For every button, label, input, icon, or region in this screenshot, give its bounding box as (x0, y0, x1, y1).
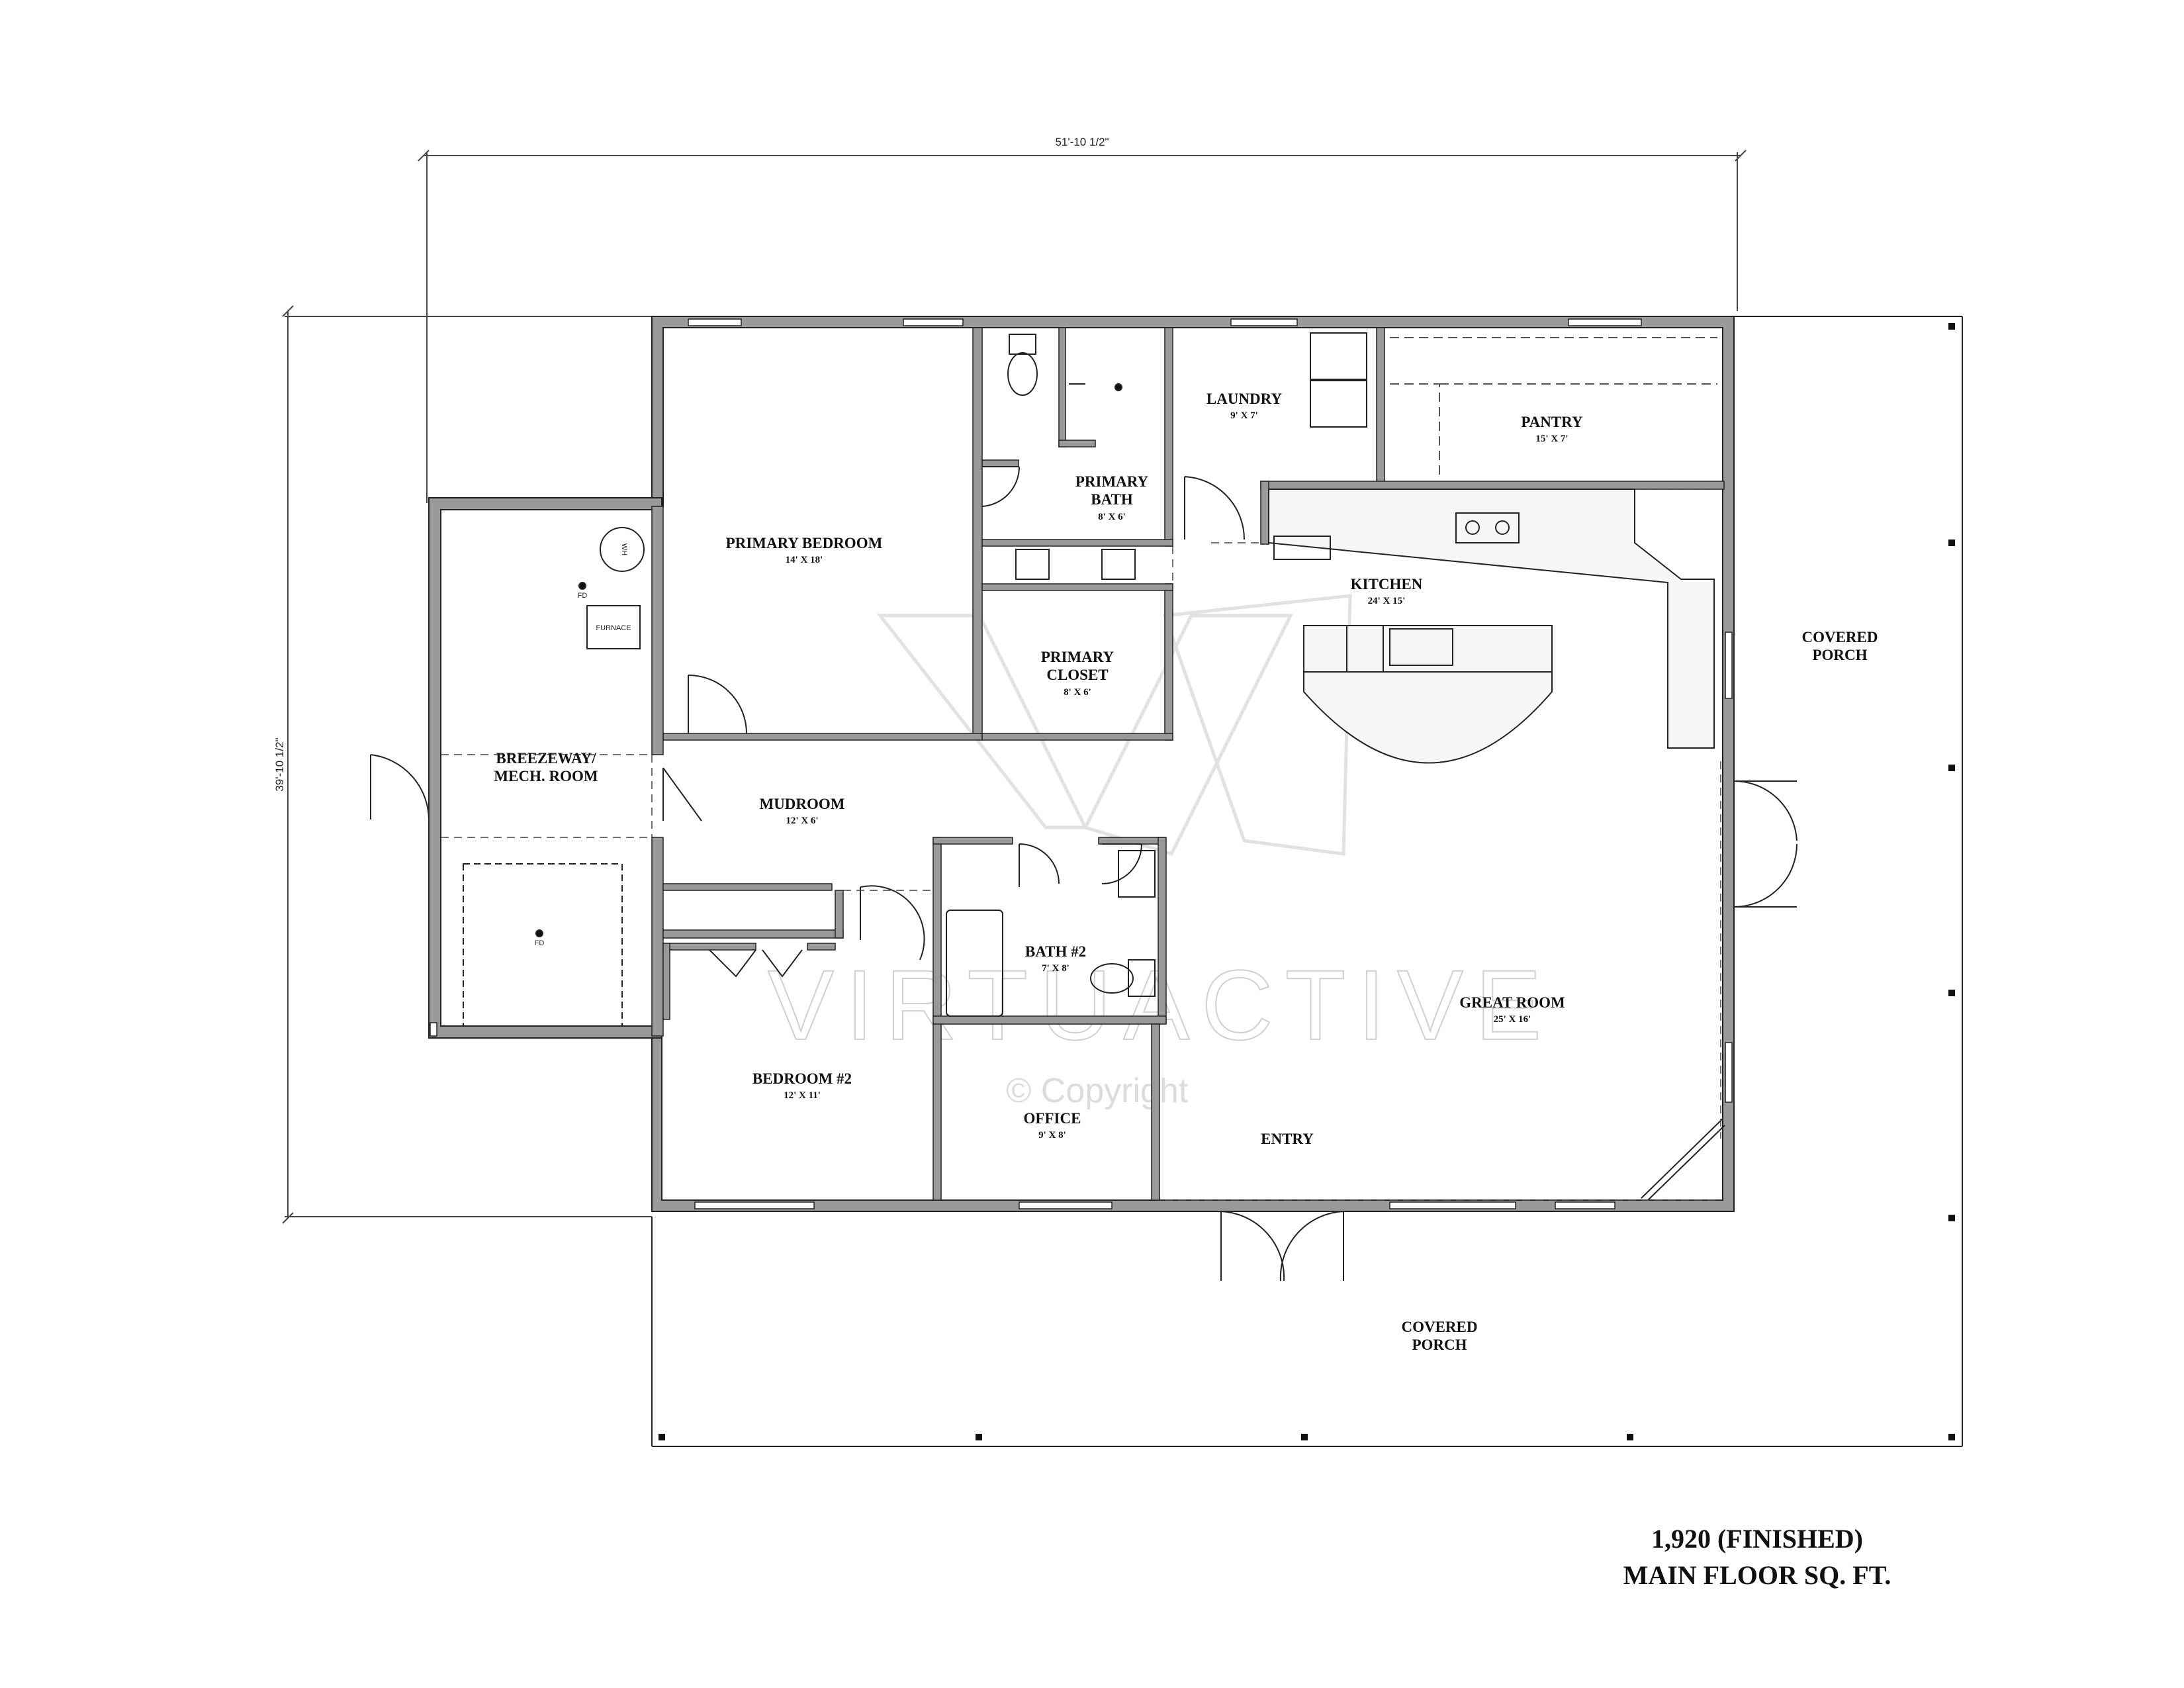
primary-closet-label-1: PRIMARY (1041, 649, 1115, 665)
dishwasher-icon (1273, 536, 1331, 560)
primary-closet-label-2: CLOSET (1046, 667, 1108, 683)
porch-posts (659, 323, 1955, 1440)
bedroom2-size: 12' X 11' (784, 1090, 821, 1101)
room-labels: PRIMARY BEDROOM 14' X 18' PRIMARY BATH 8… (494, 391, 1878, 1353)
floor-drain-label-2: FD (535, 939, 545, 947)
range-icon (1455, 512, 1520, 543)
entry-label: ENTRY (1261, 1131, 1314, 1147)
sqft-line-2: MAIN FLOOR SQ. FT. (1623, 1560, 1891, 1590)
dimension-width (418, 150, 1747, 503)
interior-walls (651, 327, 1725, 1201)
toilet-icon (1009, 334, 1036, 355)
primary-bath-size: 8' X 6' (1098, 512, 1126, 522)
sqft-line-1: 1,920 (FINISHED) (1651, 1524, 1863, 1554)
openings-dashed (441, 489, 1723, 1201)
laundry-label: LAUNDRY (1206, 391, 1283, 407)
water-heater-icon (600, 527, 645, 572)
pantry-label: PANTRY (1521, 414, 1583, 430)
washer-dryer-icon (1310, 332, 1367, 428)
laundry-size: 9' X 7' (1230, 410, 1258, 421)
bedroom2-label: BEDROOM #2 (752, 1070, 852, 1087)
covered-porch-south-label-2: PORCH (1412, 1336, 1467, 1353)
watermark-copyright: © Copyright (1006, 1072, 1189, 1110)
pantry-shelves (1390, 337, 1717, 477)
pantry-size: 15' X 7' (1535, 434, 1568, 444)
breezeway-label-1: BREEZEWAY/ (496, 750, 596, 767)
bath2-size: 7' X 8' (1042, 963, 1069, 974)
dimension-depth-label: 39'-10 1/2" (273, 737, 286, 791)
kitchen-label: KITCHEN (1351, 576, 1423, 592)
office-label: OFFICE (1024, 1110, 1081, 1127)
sink-icon (1118, 850, 1156, 898)
office-size: 9' X 8' (1038, 1130, 1066, 1141)
bath2-label: BATH #2 (1025, 943, 1086, 960)
primary-bedroom-size: 14' X 18' (786, 555, 823, 565)
watermark-logo (876, 594, 1352, 857)
primary-bath-label-2: BATH (1091, 491, 1133, 508)
water-heater-label: WH (620, 543, 628, 555)
mudroom-size: 12' X 6' (786, 816, 818, 826)
great-room-size: 25' X 16' (1494, 1014, 1531, 1025)
kitchen-counters (1268, 489, 1715, 764)
covered-porch-south-label-1: COVERED (1401, 1319, 1477, 1335)
covered-porch-east-label-1: COVERED (1801, 629, 1878, 645)
kitchen-size: 24' X 15' (1368, 596, 1406, 606)
doors (370, 466, 1797, 1282)
furnace-label: FURNACE (596, 624, 631, 632)
bath-fixtures (946, 334, 1156, 1017)
mudroom-label: MUDROOM (759, 796, 844, 812)
primary-closet-size: 8' X 6' (1064, 687, 1091, 698)
covered-porch-east-label-2: PORCH (1812, 647, 1867, 663)
floor-drain-label-1: FD (578, 592, 588, 600)
windows (430, 318, 1733, 1209)
great-room-label: GREAT ROOM (1459, 994, 1565, 1011)
primary-bedroom-label: PRIMARY BEDROOM (726, 535, 883, 551)
tub-icon (946, 910, 1003, 1017)
dimension-width-label: 51'-10 1/2" (1055, 136, 1109, 148)
breezeway-label-2: MECH. ROOM (494, 768, 598, 784)
covered-porch-outline (651, 316, 1963, 1447)
mechanical-items (463, 527, 645, 1027)
furnace-icon (586, 605, 641, 649)
primary-bath-label-1: PRIMARY (1075, 473, 1149, 490)
